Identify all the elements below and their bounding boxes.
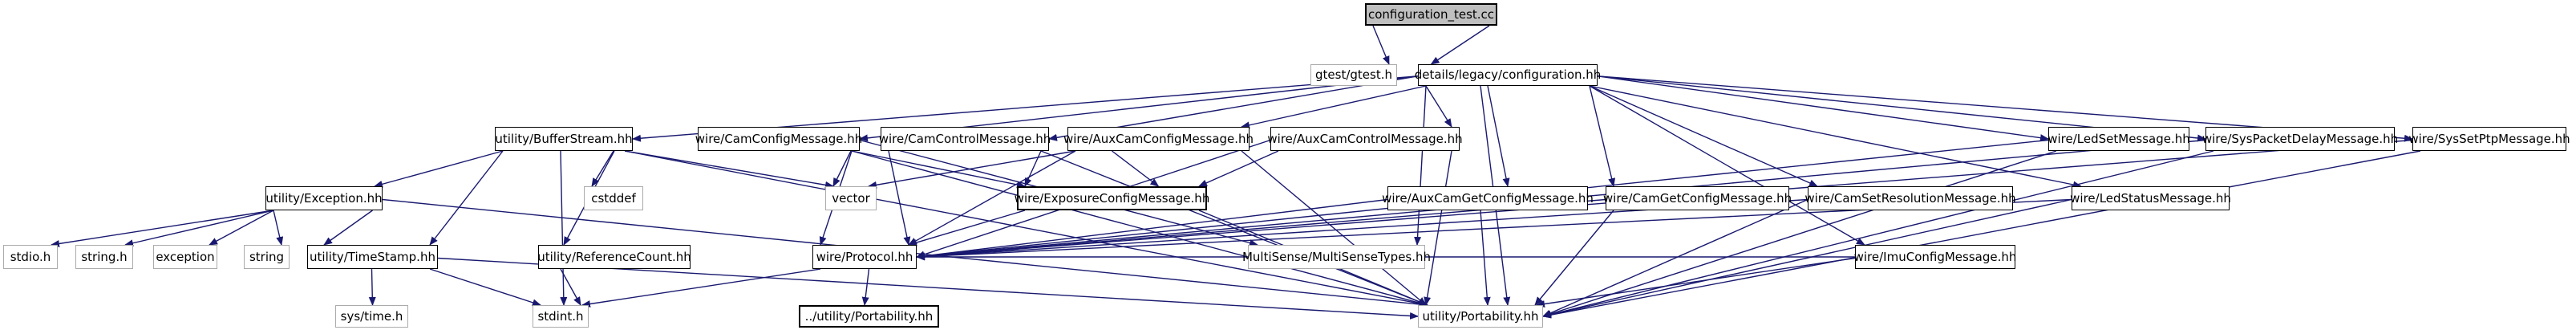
- include-edge-timestamp-to-stdint: [429, 268, 541, 307]
- include-edge-syspacketdelay-to-portability: [1542, 150, 2214, 318]
- include-edge-auxcamget-to-protocol: [916, 198, 1388, 260]
- graph-node-syssetptp[interactable]: wire/SysSetPtpMessage.hh: [2408, 127, 2570, 151]
- graph-node-timestamp[interactable]: utility/TimeStamp.hh: [307, 245, 438, 269]
- include-edge-config-to-auxcamget: [1487, 85, 1510, 187]
- include-edge-protocol-to-stdint: [581, 268, 821, 308]
- include-edge-camcontrol-to-protocol: [888, 150, 911, 246]
- include-edge-config-to-camsetres: [1589, 85, 1818, 187]
- include-edge-root-to-config: [1430, 25, 1490, 65]
- graph-node-stringstd: string: [244, 245, 290, 269]
- graph-node-protocol[interactable]: wire/Protocol.hh: [812, 245, 917, 269]
- include-edge-auxcamconfig-to-exposure: [1112, 150, 1160, 187]
- graph-node-camget[interactable]: wire/CamGetConfigMessage.hh: [1603, 186, 1792, 210]
- include-edge-syssetptp-to-portability: [1542, 150, 2421, 319]
- graph-node-vector: vector: [825, 186, 877, 210]
- graph-node-auxcamconfig[interactable]: wire/AuxCamConfigMessage.hh: [1063, 127, 1254, 151]
- graph-node-dotportability[interactable]: ../utility/Portability.hh: [799, 305, 939, 328]
- include-edge-config-to-auxcamcontrol: [1425, 85, 1452, 128]
- include-edge-refcount-to-stdint: [560, 268, 581, 306]
- include-edge-exception-to-stringh: [124, 210, 274, 247]
- graph-node-systime: sys/time.h: [335, 305, 408, 328]
- include-edge-bufferstream-to-cstddef: [591, 150, 614, 187]
- include-edge-exception-to-stringstd: [273, 210, 284, 246]
- include-edge-protocol-to-dotportability: [861, 268, 870, 306]
- graph-node-camcontrol[interactable]: wire/CamControlMessage.hh: [879, 127, 1051, 151]
- include-edge-config-to-auxcamconfig: [1241, 85, 1427, 129]
- include-edge-camconfig-to-vector: [832, 150, 852, 187]
- graph-node-syspacketdelay[interactable]: wire/SysPacketDelayMessage.hh: [2202, 127, 2398, 151]
- include-edge-bufferstream-to-stdint: [560, 150, 568, 306]
- include-edge-auxcamconfig-to-portability: [1241, 150, 1427, 306]
- include-edge-camget-to-portability: [1534, 210, 1614, 306]
- include-edge-timestamp-to-systime: [368, 268, 376, 306]
- include-edge-exception-to-timestamp: [323, 210, 373, 246]
- include-edge-imuconfig-to-portability: [1536, 257, 1856, 308]
- include-edge-bufferstream-to-timestamp: [429, 150, 504, 246]
- include-edge-camconfig-to-portability: [851, 150, 1428, 307]
- graph-node-multisensetypes: MultiSense/MultiSenseTypes.hh: [1242, 245, 1431, 269]
- graph-node-config[interactable]: details/legacy/configuration.hh: [1415, 64, 1601, 86]
- include-edge-ledstatus-to-portability: [1542, 198, 2072, 319]
- include-edge-bufferstream-to-exception: [374, 150, 504, 188]
- graph-node-imuconfig[interactable]: wire/ImuConfigMessage.hh: [1854, 245, 2016, 269]
- graph-node-stdio: stdio.h: [3, 245, 58, 269]
- graph-node-portability: utility/Portability.hh: [1418, 305, 1543, 328]
- graph-node-exceptionstd: exception: [153, 245, 217, 269]
- include-edge-config-to-multisensetypes: [1414, 85, 1427, 246]
- include-edge-config-to-ledset: [1597, 75, 2049, 142]
- graph-node-camsetres[interactable]: wire/CamSetResolutionMessage.hh: [1804, 186, 2016, 210]
- graph-node-ledset[interactable]: wire/LedSetMessage.hh: [2047, 127, 2190, 151]
- include-edge-exposure-to-protocol: [908, 210, 1026, 246]
- include-edge-auxcamcontrol-to-portability: [1424, 150, 1452, 306]
- graph-node-cstddef: cstddef: [584, 186, 643, 210]
- graph-node-bufferstream[interactable]: utility/BufferStream.hh: [495, 127, 633, 151]
- include-edge-auxcamconfig-to-protocol: [908, 150, 1076, 246]
- graph-node-exception[interactable]: utility/Exception.hh: [265, 186, 383, 210]
- graph-node-gtest: gtest/gtest.h: [1310, 64, 1397, 86]
- include-edge-exception-to-exceptionstd: [209, 210, 274, 246]
- graph-node-root: configuration_test.cc: [1365, 3, 1497, 26]
- include-edge-camconfig-to-exposure: [851, 150, 1026, 189]
- graph-node-stringh: string.h: [75, 245, 133, 269]
- graph-node-ledstatus[interactable]: wire/LedStatusMessage.hh: [2070, 186, 2231, 210]
- include-edge-auxcamconfig-to-vector: [868, 150, 1076, 189]
- graph-node-stdint: stdint.h: [533, 305, 589, 328]
- graph-node-camconfig[interactable]: wire/CamConfigMessage.hh: [695, 127, 862, 151]
- graph-node-refcount[interactable]: utility/ReferenceCount.hh: [537, 245, 691, 269]
- graph-node-exposure[interactable]: wire/ExposureConfigMessage.hh: [1015, 186, 1209, 210]
- include-edge-config-to-camget: [1589, 85, 1616, 187]
- include-edge-config-to-imuconfig: [1589, 85, 1865, 246]
- graph-node-auxcamcontrol[interactable]: wire/AuxCamControlMessage.hh: [1267, 127, 1463, 151]
- include-edge-ledset-to-portability: [1542, 150, 2057, 318]
- include-edge-exception-to-stdio: [51, 210, 274, 247]
- include-edge-bufferstream-to-vector: [624, 150, 834, 189]
- include-edge-root-to-gtest: [1372, 25, 1390, 65]
- include-edge-camcontrol-to-exposure: [1024, 150, 1042, 187]
- include-edge-auxcamget-to-portability: [1480, 210, 1491, 306]
- graph-node-auxcamget[interactable]: wire/AuxCamGetConfigMessage.hh: [1382, 186, 1594, 210]
- include-edge-auxcamcontrol-to-exposure: [1198, 150, 1279, 187]
- include-edge-bufferstream-to-portability: [624, 150, 1428, 308]
- include-edge-camsetres-to-portability: [1542, 198, 1808, 317]
